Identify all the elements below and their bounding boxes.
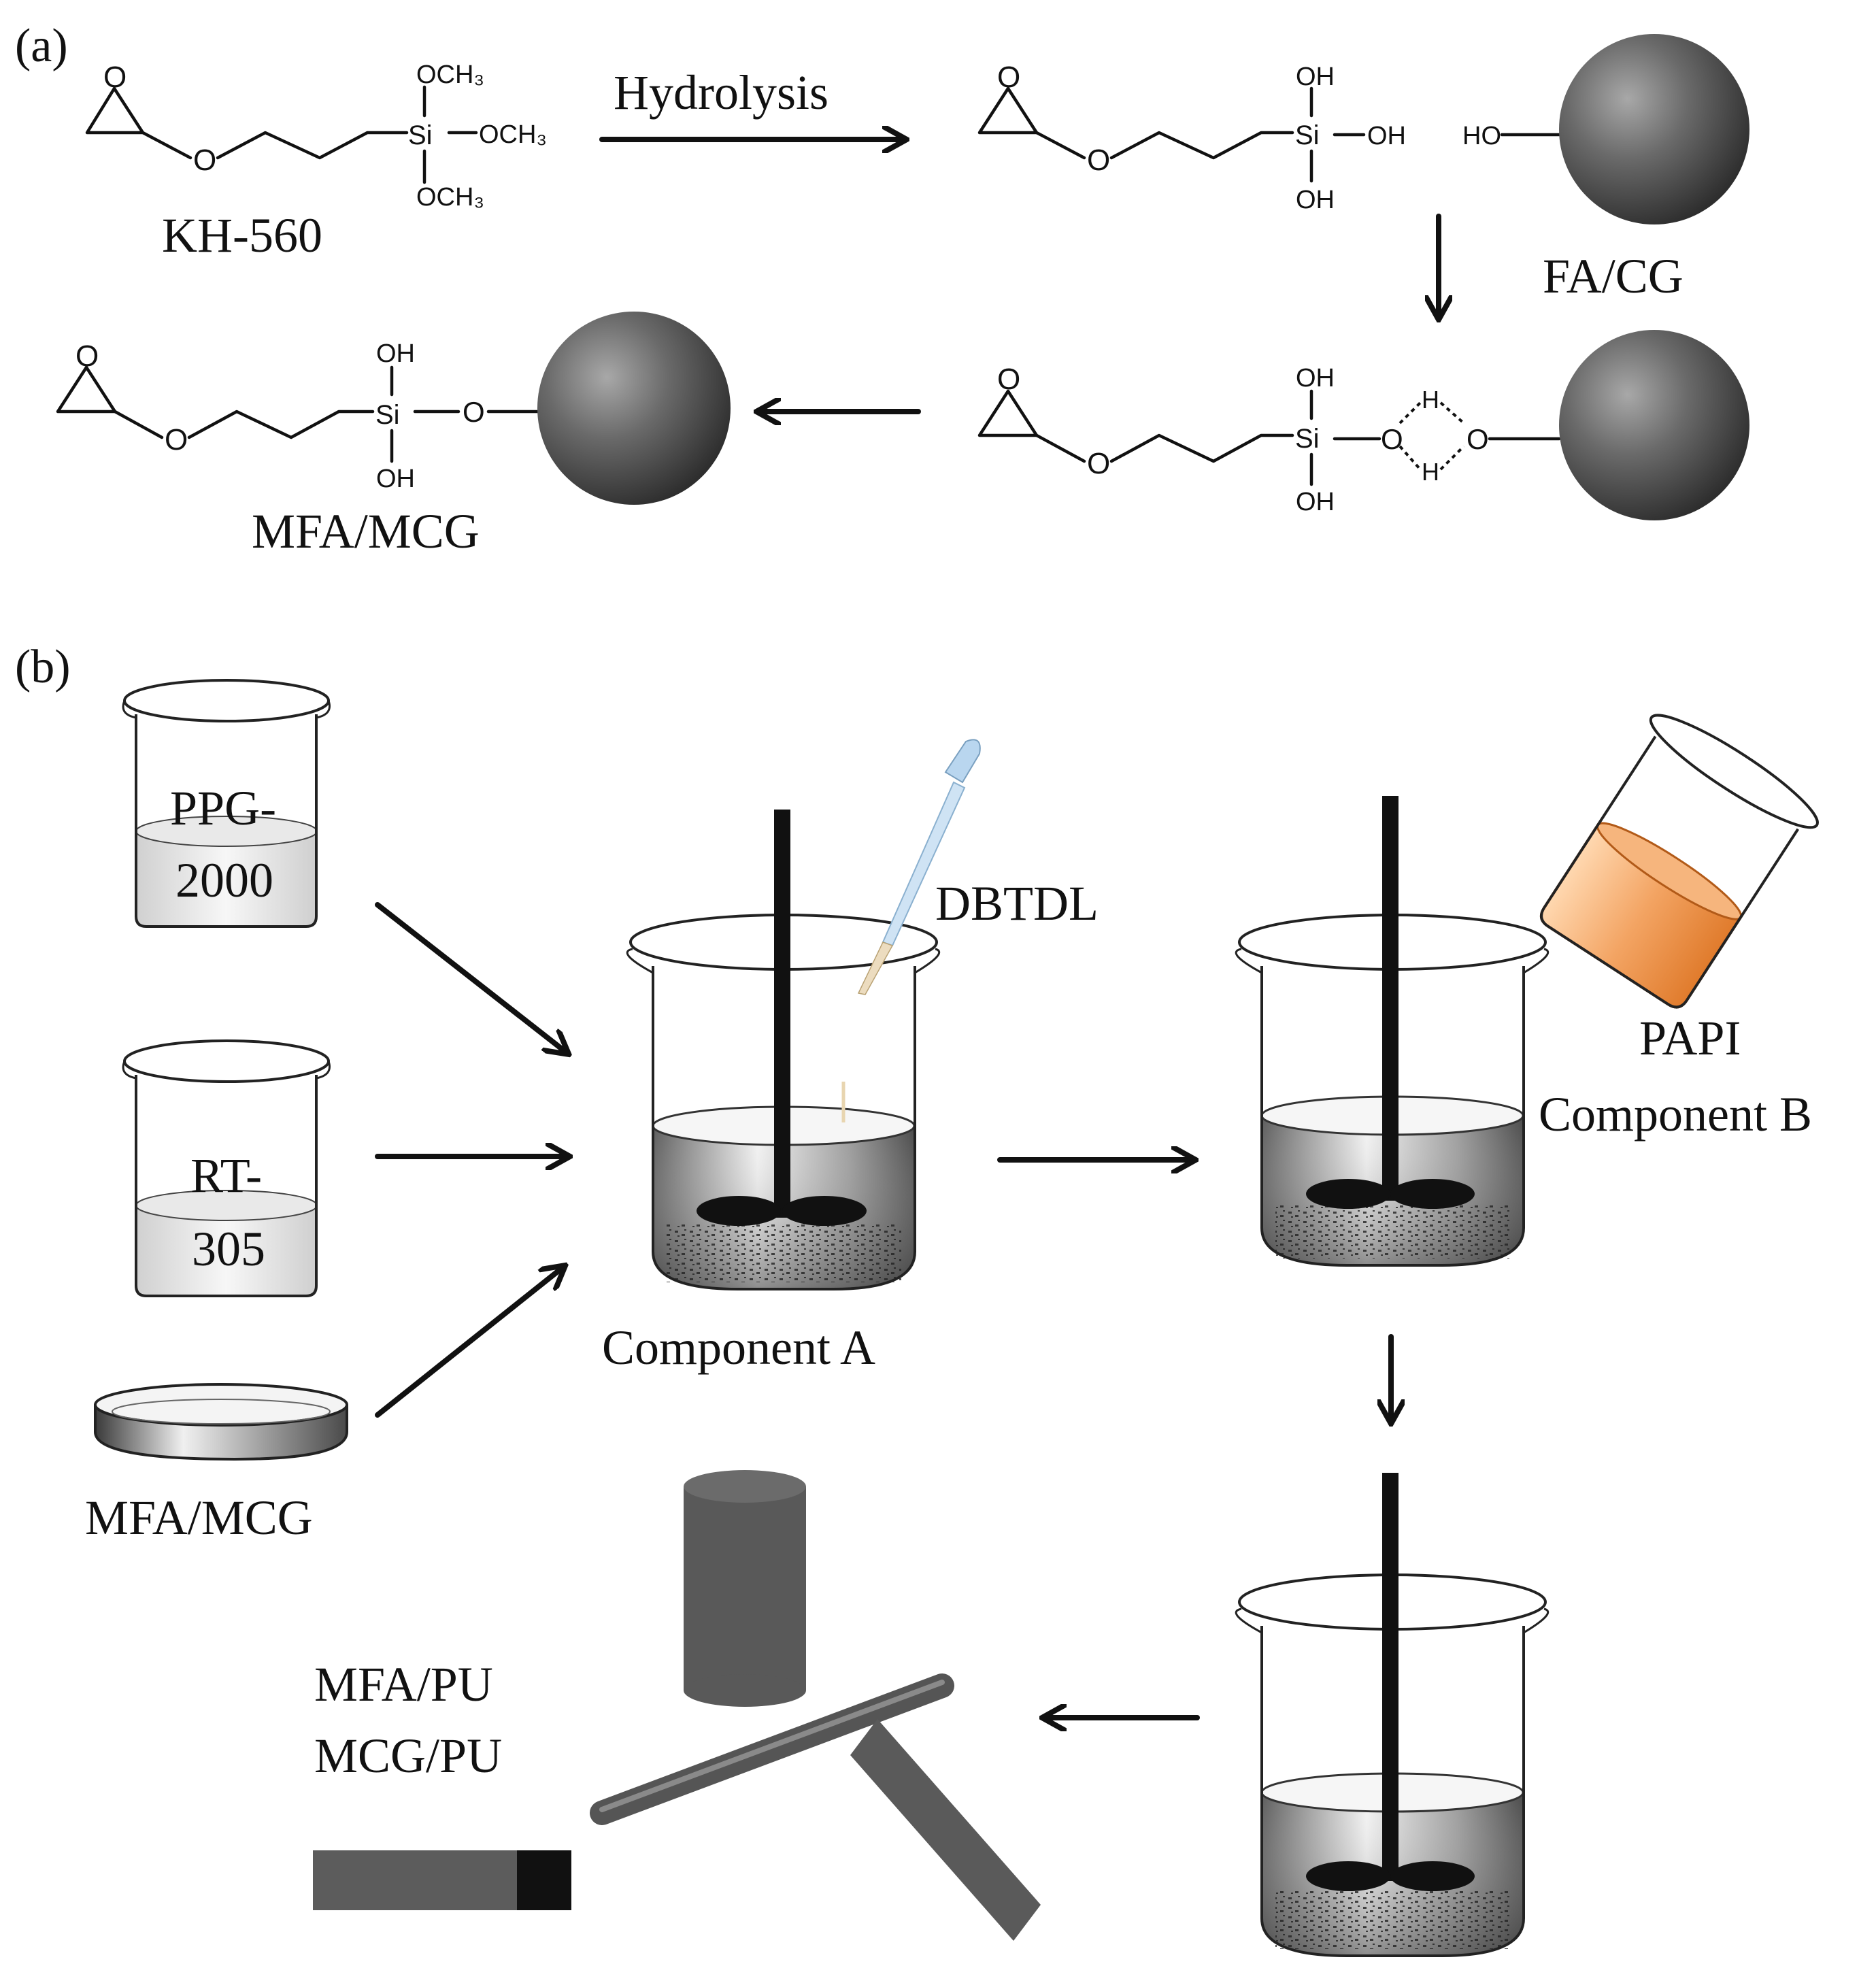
silicon-atom: Si bbox=[375, 400, 400, 430]
papi-beaker bbox=[1539, 714, 1819, 1009]
dbtdl-label: DBTDL bbox=[935, 876, 1099, 931]
mfa-mcg-structure: O O Si OH OH O bbox=[56, 339, 539, 493]
epoxide-oxygen: O bbox=[997, 61, 1020, 94]
fa-cg-label: FA/CG bbox=[1543, 249, 1684, 303]
third-beaker bbox=[1235, 1473, 1550, 1957]
dumbbell-specimen bbox=[313, 1850, 571, 1910]
hydroxyl-bottom: OH bbox=[1296, 186, 1335, 214]
hydroxyl-top: OH bbox=[1296, 63, 1335, 91]
ether-oxygen: O bbox=[1087, 144, 1110, 177]
silicon-atom: Si bbox=[1295, 120, 1320, 150]
dish-label: MFA/MCG bbox=[85, 1490, 313, 1545]
hydrolysis-label: Hydrolysis bbox=[614, 65, 828, 120]
dbtdl-pipette bbox=[841, 739, 981, 1122]
kh560-label: KH-560 bbox=[162, 208, 322, 263]
panel-a-label: (a) bbox=[15, 20, 68, 72]
hbond-intermediate: O O Si OH OH O H H O bbox=[977, 363, 1561, 516]
ether-oxygen: O bbox=[193, 144, 216, 177]
panel-b-label: (b) bbox=[15, 641, 71, 693]
mfa-mcg-particle bbox=[537, 312, 731, 505]
intermediate-particle bbox=[1559, 330, 1749, 520]
papi-label: PAPI bbox=[1639, 1011, 1741, 1065]
hydroxyl-bottom: OH bbox=[1296, 488, 1335, 516]
mfa-pu-label: MFA/PU bbox=[314, 1657, 493, 1712]
component-a-beaker bbox=[626, 810, 941, 1290]
rod-specimen bbox=[590, 1673, 954, 1825]
epoxide-oxygen: O bbox=[76, 339, 99, 373]
epoxide-oxygen: O bbox=[103, 61, 127, 94]
fa-cg-particle bbox=[1559, 34, 1749, 224]
ppg-beaker bbox=[122, 679, 331, 928]
ether-oxygen: O bbox=[1087, 447, 1110, 480]
rt305-label-line2: 305 bbox=[192, 1222, 265, 1276]
rt305-label-line1: RT- bbox=[190, 1148, 262, 1203]
component-a-label: Component A bbox=[602, 1320, 875, 1375]
ppg-label-line2: 2000 bbox=[175, 853, 273, 907]
silicon-atom: Si bbox=[1295, 424, 1320, 454]
petri-dish bbox=[94, 1383, 348, 1461]
dish-to-mix-arrow bbox=[375, 1269, 561, 1418]
mfa-mcg-label: MFA/MCG bbox=[252, 504, 480, 559]
ppg-label-line1: PPG- bbox=[170, 781, 276, 835]
hydroxyl-right: OH bbox=[1367, 122, 1406, 150]
kh560-structure: O O Si OCH₃ OCH₃ OCH₃ bbox=[85, 61, 547, 212]
bridge-oxygen-left: O bbox=[1381, 423, 1403, 455]
ppg-to-mix-arrow bbox=[375, 902, 565, 1051]
ether-oxygen: O bbox=[165, 423, 188, 456]
rt305-beaker bbox=[122, 1039, 331, 1297]
hydroxyl-top: OH bbox=[1296, 364, 1335, 393]
bridge-hydrogen-top: H bbox=[1422, 386, 1439, 414]
methoxy-top: OCH₃ bbox=[416, 61, 484, 89]
second-beaker bbox=[1235, 796, 1550, 1267]
linking-oxygen: O bbox=[463, 396, 485, 428]
hydroxyl-top: OH bbox=[376, 339, 415, 368]
cylinder-specimen bbox=[684, 1470, 806, 1707]
epoxide-oxygen: O bbox=[997, 363, 1020, 396]
surface-hydroxyl: HO bbox=[1462, 122, 1501, 150]
silanol-structure: O O Si OH OH OH bbox=[977, 61, 1406, 214]
bridge-oxygen-right: O bbox=[1467, 423, 1489, 455]
component-b-label: Component B bbox=[1539, 1087, 1812, 1142]
mcg-pu-label: MCG/PU bbox=[314, 1729, 502, 1783]
bar-specimen bbox=[850, 1719, 1041, 1941]
hydroxyl-bottom: OH bbox=[376, 465, 415, 493]
silicon-atom: Si bbox=[408, 120, 433, 150]
bridge-hydrogen-bottom: H bbox=[1422, 458, 1439, 486]
methoxy-right: OCH₃ bbox=[479, 120, 547, 149]
methoxy-bottom: OCH₃ bbox=[416, 183, 484, 212]
